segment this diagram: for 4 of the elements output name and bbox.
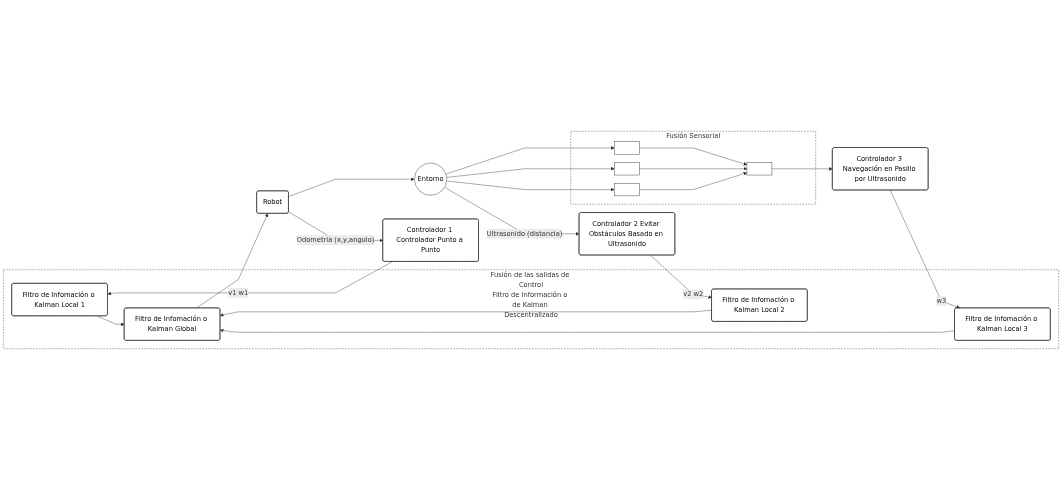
node-box [614,183,640,197]
node-box [614,162,640,176]
node-box [746,162,773,176]
node-box [614,141,640,155]
